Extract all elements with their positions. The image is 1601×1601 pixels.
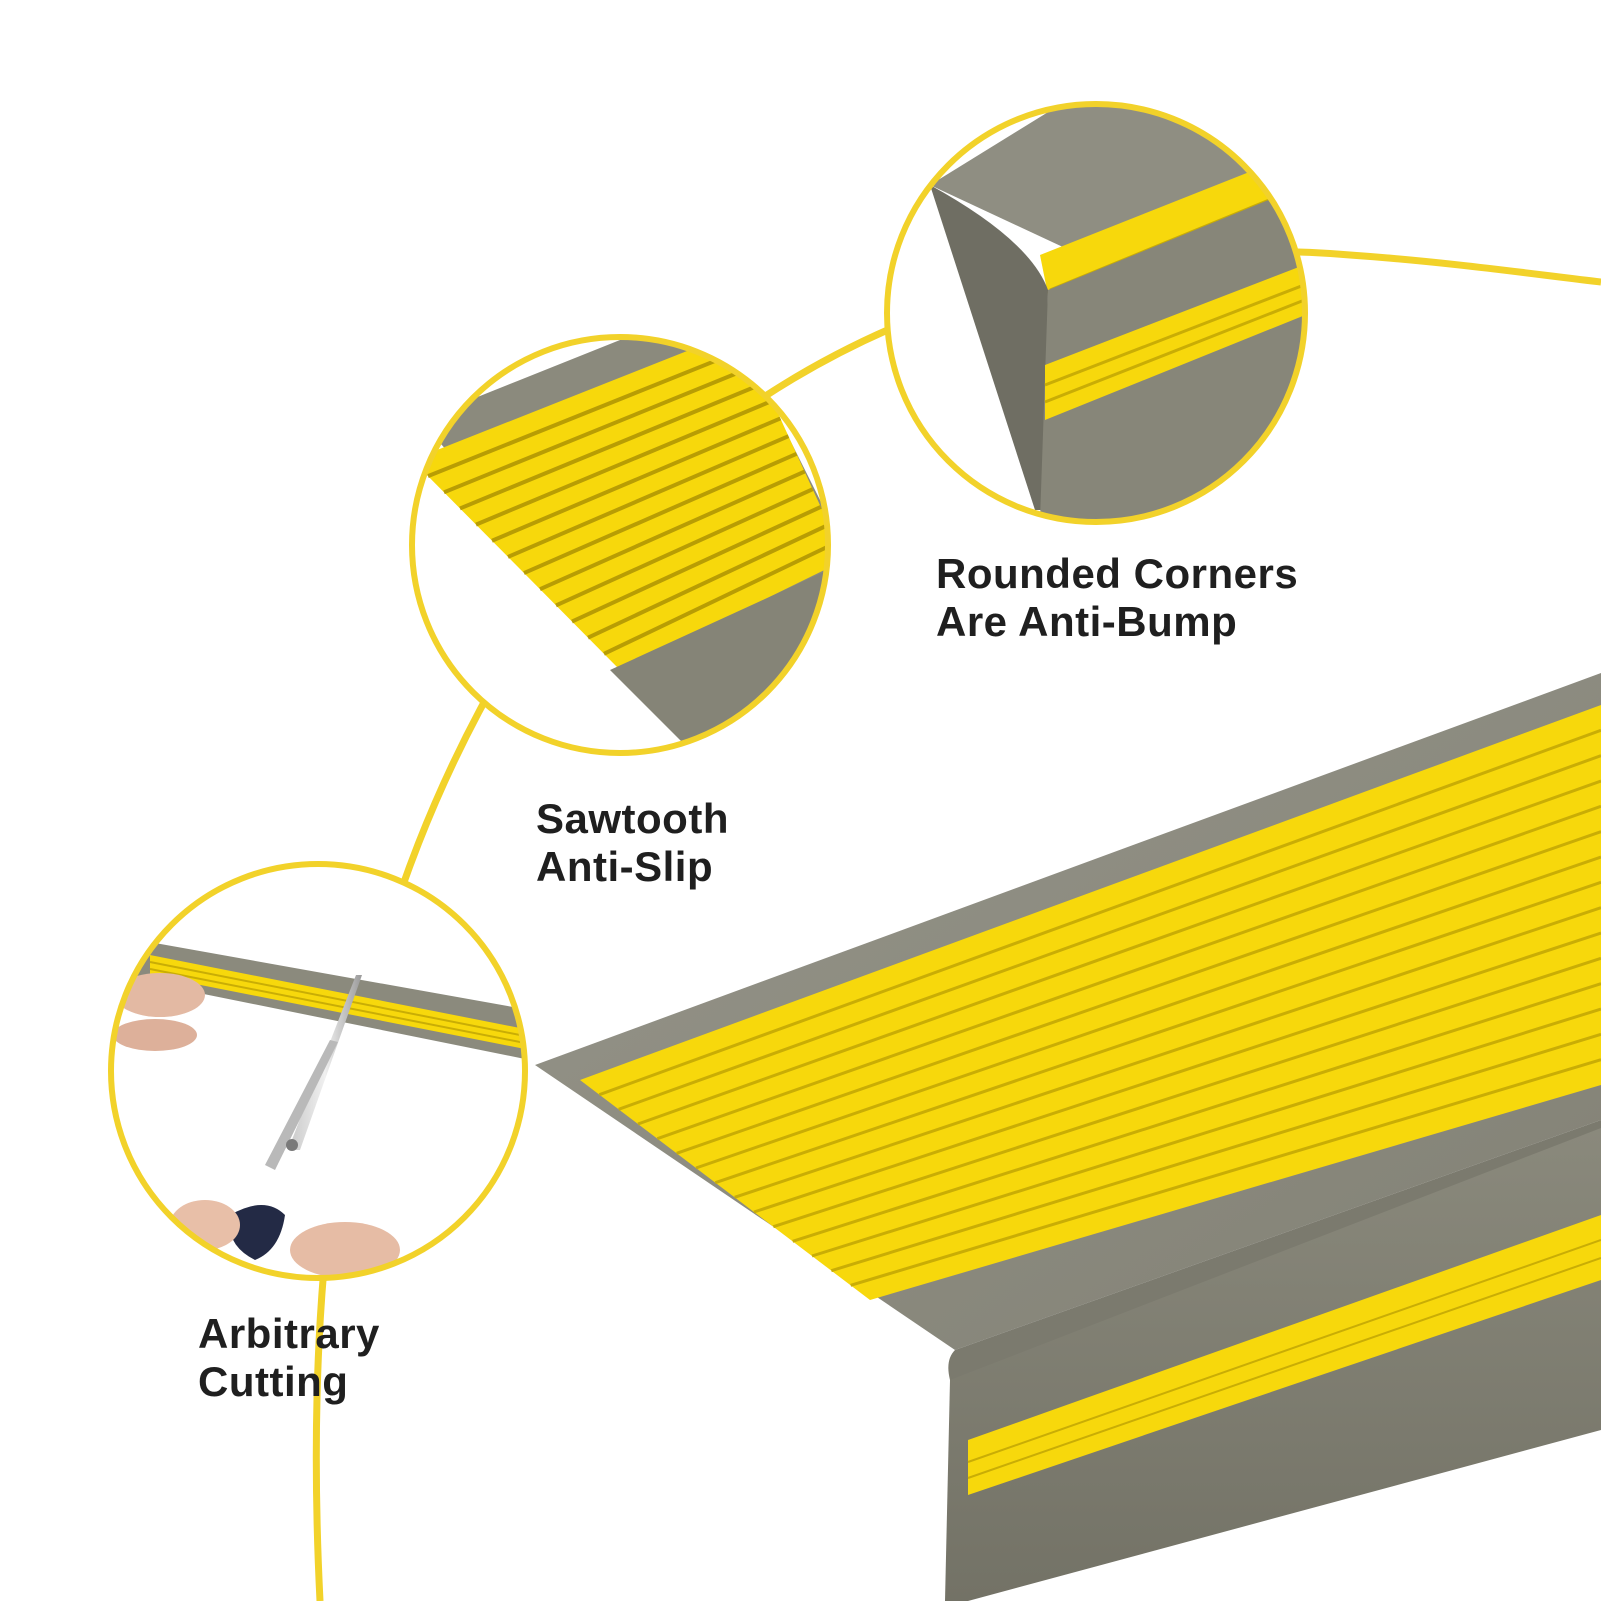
- groove-line: [695, 855, 1601, 1170]
- texture-groove-line: [523, 452, 798, 575]
- texture-groove-line: [571, 505, 822, 624]
- groove-line: [676, 830, 1601, 1155]
- groove-line: [714, 880, 1601, 1185]
- rounded-corners-label-line-2: Are Anti-Bump: [936, 598, 1238, 645]
- texture-groove-line: [555, 487, 814, 608]
- groove-line: [618, 754, 1601, 1111]
- detail-circle-sawtooth-texture: [409, 334, 831, 756]
- texture-groove-line: [443, 363, 757, 495]
- groove-line: [792, 982, 1601, 1243]
- texture-groove-line: [475, 398, 774, 527]
- detail-circle-arbitrary-cutting: [108, 861, 528, 1281]
- texture-groove-line: [587, 522, 828, 640]
- sawtooth-label-line-1: Sawtooth: [536, 795, 729, 842]
- texture-groove-line: [507, 434, 790, 559]
- arbitrary-cutting-label: Arbitrary Cutting: [198, 1310, 380, 1406]
- groove-line: [811, 1007, 1601, 1258]
- groove-line: [637, 779, 1601, 1126]
- rounded-corners-label: Rounded Corners Are Anti-Bump: [936, 550, 1298, 646]
- rounded-corners-label-line-1: Rounded Corners: [936, 550, 1299, 597]
- cutting-label-line-2: Cutting: [198, 1358, 349, 1405]
- detail-circle-rounded-corner: [884, 101, 1308, 525]
- sawtooth-label-line-2: Anti-Slip: [536, 843, 714, 890]
- groove-line: [598, 728, 1601, 1097]
- texture-groove-line: [459, 381, 765, 511]
- anti-slip-yellow-zone: [580, 705, 1601, 1300]
- texture-groove-line: [491, 416, 782, 543]
- cutting-label-line-1: Arbitrary: [198, 1310, 380, 1357]
- front-yellow-line: [968, 1215, 1601, 1495]
- main-stair-nosing-strip: [535, 673, 1601, 1601]
- groove-line: [850, 1058, 1601, 1287]
- scissors-handle-icon: [229, 1205, 285, 1260]
- groove-line: [656, 804, 1601, 1141]
- texture-groove-line: [427, 345, 749, 479]
- sawtooth-anti-slip-label: Sawtooth Anti-Slip: [536, 795, 729, 891]
- finger-icon: [115, 973, 205, 1017]
- groove-line: [753, 931, 1601, 1214]
- anti-slip-grooves: [598, 728, 1601, 1287]
- texture-groove-line: [603, 540, 828, 656]
- rounded-corner: [948, 1120, 1601, 1380]
- groove-line: [772, 956, 1601, 1229]
- groove-line: [734, 906, 1601, 1199]
- groove-line: [830, 1032, 1601, 1273]
- texture-groove-line: [539, 469, 806, 592]
